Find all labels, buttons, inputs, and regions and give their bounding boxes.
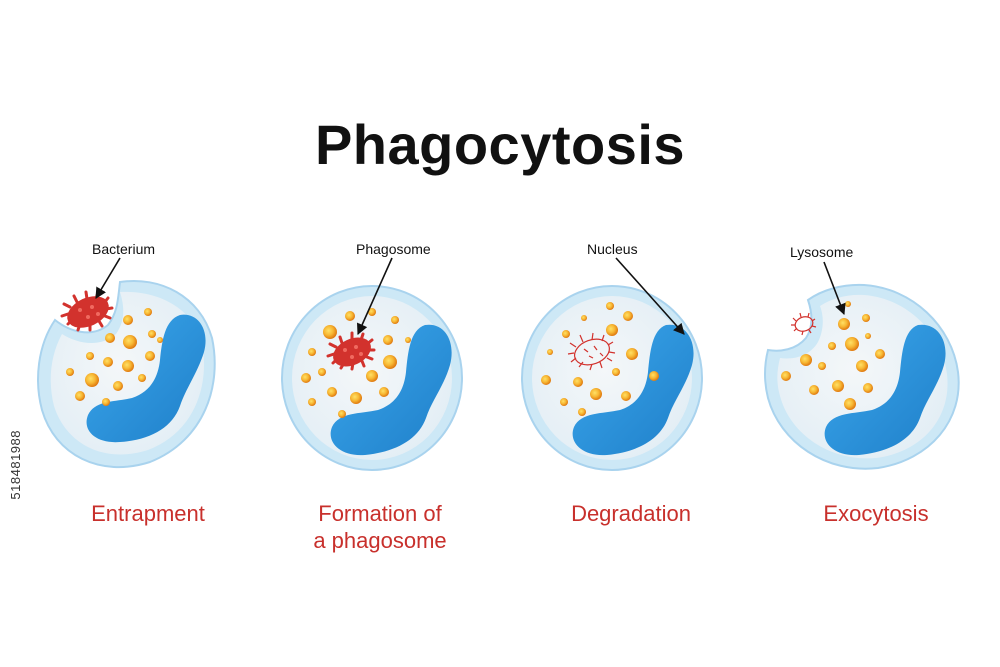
caption-degradation: Degradation: [571, 501, 691, 526]
cell-degradation: Nucleus: [521, 241, 703, 471]
nucleus: [824, 324, 946, 456]
granules: [66, 308, 163, 406]
nucleus: [572, 324, 694, 456]
bacterium-icon: [326, 331, 376, 371]
caption-entrapment: Entrapment: [91, 501, 205, 526]
granules: [301, 308, 411, 418]
granules: [541, 302, 659, 416]
callout-bacterium: Bacterium: [92, 241, 155, 257]
caption-formation-line2: a phagosome: [313, 528, 447, 553]
cell-entrapment: Bacterium: [37, 241, 216, 469]
callout-lysosome: Lysosome: [790, 244, 854, 260]
nucleus: [86, 314, 206, 443]
callout-arrow: [357, 257, 393, 336]
callout-phagosome: Phagosome: [356, 241, 431, 257]
cell-phagosome: Phagosome: [281, 241, 463, 471]
nucleus: [330, 324, 452, 456]
callout-arrow: [615, 257, 685, 335]
degraded-bacterium-icon: [567, 332, 616, 371]
callout-nucleus: Nucleus: [587, 241, 638, 257]
granules: [781, 301, 885, 410]
caption-exocytosis: Exocytosis: [823, 501, 929, 526]
expelled-bacterium-icon: [791, 312, 817, 336]
callout-arrow: [823, 261, 846, 316]
cell-exocytosis: Lysosome: [764, 244, 960, 470]
diagram-title: Phagocytosis: [314, 113, 686, 176]
callout-arrow: [95, 257, 121, 299]
caption-formation-line1: Formation of: [318, 501, 442, 526]
stock-image-id: 518481988: [8, 430, 23, 500]
